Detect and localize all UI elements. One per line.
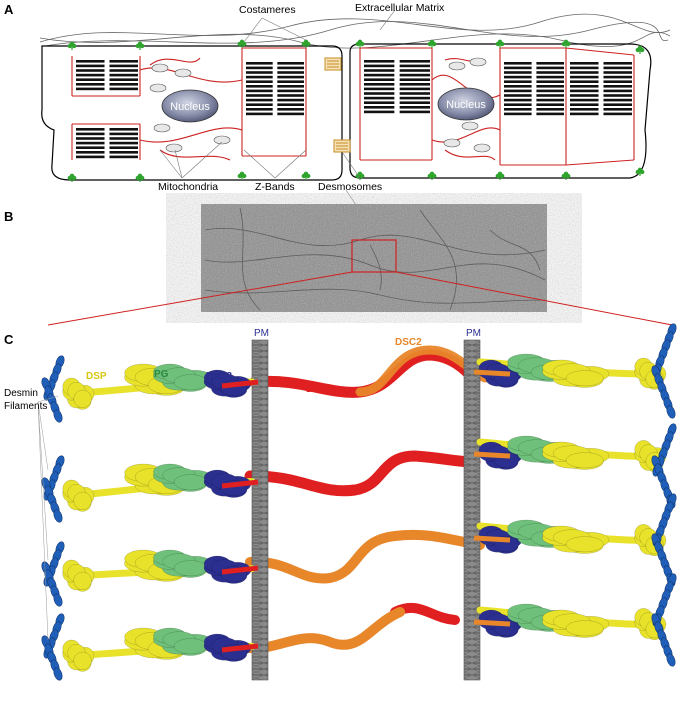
- label-desmin-line-2: Filaments: [4, 401, 47, 412]
- dsg2-strand-1: [249, 349, 481, 398]
- plaque-complexes: [62, 353, 667, 672]
- extracellular-matrix: [39, 13, 671, 49]
- costamere-mark: [635, 45, 645, 54]
- label-dsg2: DSG2: [306, 384, 334, 395]
- costamere-mark: [561, 39, 571, 48]
- cadherin-strands: [244, 345, 490, 654]
- costamere-mark: [355, 171, 365, 180]
- nucleus-label-1: Nucleus: [170, 101, 210, 113]
- sarcomere-stack: [246, 62, 304, 116]
- plaque-complex-left: [62, 363, 259, 410]
- plaque-complex-left: [62, 627, 259, 672]
- label-pm-left: PM: [254, 328, 269, 339]
- label-extracellular-matrix: Extracellular Matrix: [355, 2, 445, 14]
- plaque-complex-right: [473, 519, 667, 557]
- costamere-mark: [301, 171, 311, 180]
- sarcomere-stack: [504, 62, 564, 116]
- panel-c-letter: C: [4, 332, 14, 347]
- desmin-filament: [41, 561, 63, 607]
- costamere-mark: [427, 39, 437, 48]
- sarcomere-stack: [364, 60, 430, 114]
- label-pg: PG: [154, 369, 169, 380]
- panel-b: B: [4, 204, 673, 326]
- costamere-mark: [495, 171, 505, 180]
- desmosome-junctions: [324, 57, 351, 153]
- label-pm-right: PM: [466, 328, 481, 339]
- costamere-mark: [355, 39, 365, 48]
- sarcomere-stacks: [76, 60, 632, 159]
- label-desmosomes: Desmosomes: [318, 181, 382, 193]
- plaque-complex-left: [62, 549, 259, 592]
- electron-micrograph: [201, 204, 547, 312]
- panel-b-letter: B: [4, 209, 13, 224]
- dsc2-strand-3: [245, 607, 405, 654]
- desmin-filament: [41, 477, 63, 523]
- label-pkp2: PKP2: [206, 371, 233, 382]
- panel-c: C PM PM DSC2 DSG2 DS: [4, 323, 677, 681]
- plaque-complex-right: [473, 435, 667, 473]
- plasma-membranes: [251, 339, 481, 681]
- zoom-lines: [47, 271, 673, 326]
- costamere-mark: [635, 167, 645, 176]
- desmin-filament: [652, 323, 677, 377]
- label-costameres: Costameres: [239, 4, 296, 16]
- panel-a: A: [4, 2, 671, 239]
- cell-1-outline: [41, 45, 343, 181]
- costamere-mark: [237, 171, 247, 180]
- desmin-leader-lines: [37, 395, 59, 641]
- costamere-mark: [67, 173, 77, 182]
- plasma-membrane-left: [251, 339, 269, 681]
- plaque-complex-right: [473, 353, 667, 390]
- costamere-mark: [427, 171, 437, 180]
- zoom-box: [351, 239, 397, 273]
- costamere-mark: [135, 41, 145, 50]
- desmin-filaments: [41, 323, 677, 681]
- nucleus-cell-1: Nucleus: [161, 89, 219, 123]
- costamere-mark: [495, 39, 505, 48]
- nucleus-label-2: Nucleus: [446, 99, 486, 111]
- label-dsc2: DSC2: [395, 337, 422, 348]
- costamere-mark: [561, 171, 571, 180]
- label-dsp: DSP: [86, 371, 107, 382]
- dsg2-strand-2: [244, 450, 481, 497]
- plaque-complex-right: [473, 603, 667, 641]
- desmin-filament: [651, 613, 676, 667]
- desmin-filament: [41, 377, 63, 423]
- desmin-filament: [651, 365, 676, 419]
- plaque-complex-left: [62, 463, 259, 512]
- panel-a-letter: A: [4, 2, 14, 17]
- label-mitochondria: Mitochondria: [158, 181, 218, 193]
- label-desmin-line-1: Desmin: [4, 388, 38, 399]
- costamere-mark: [301, 39, 311, 48]
- nucleus-cell-2: Nucleus: [437, 87, 495, 121]
- sarcomere-stack: [76, 128, 138, 159]
- costamere-mark: [67, 41, 77, 50]
- dsc2-strand-2: [245, 529, 485, 584]
- costameres: [67, 39, 645, 182]
- costamere-mark: [135, 173, 145, 182]
- plasma-membrane-right: [463, 339, 481, 681]
- sarcomere-stack: [570, 62, 632, 116]
- mitochondria-group: [149, 57, 491, 153]
- label-z-bands: Z-Bands: [255, 181, 295, 193]
- sarcomere-stack: [76, 60, 138, 91]
- costamere-mark: [237, 39, 247, 48]
